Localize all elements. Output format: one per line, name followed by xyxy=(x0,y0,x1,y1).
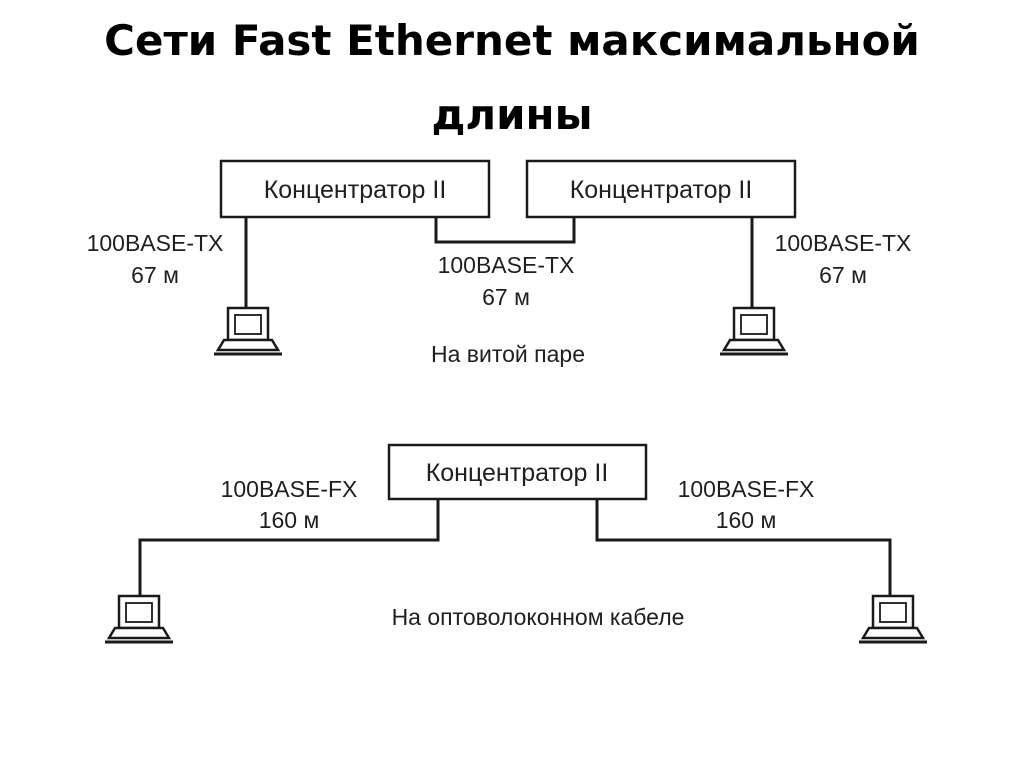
tx-left-length: 67 м xyxy=(131,262,179,288)
tx-right-length: 67 м xyxy=(819,262,867,288)
fx-right-cable xyxy=(595,499,892,595)
fx-left-standard: 100BASE-FX xyxy=(221,476,358,502)
computer-icon xyxy=(103,594,175,644)
hub-fiber: Концентратор II xyxy=(387,443,648,501)
hub-left-label: Концентратор II xyxy=(264,176,447,204)
fx-right-standard: 100BASE-FX xyxy=(678,476,815,502)
computer-icon xyxy=(857,594,929,644)
tx-middle-cable xyxy=(434,217,576,244)
computer-icon xyxy=(718,306,790,356)
hub-left: Концентратор II xyxy=(219,159,491,219)
hub-right: Концентратор II xyxy=(525,159,797,219)
fx-right-length: 160 м xyxy=(716,507,777,533)
twisted-pair-network: Концентратор II Концентратор II 100BASE-… xyxy=(87,159,912,367)
computer-icon xyxy=(212,306,284,356)
fx-left-cable xyxy=(138,499,440,595)
tx-middle-standard: 100BASE-TX xyxy=(438,252,575,278)
slide-title-line-1: Сети Fast Ethernet максимальной xyxy=(104,16,920,65)
fiber-caption: На оптоволоконном кабеле xyxy=(392,604,685,630)
twisted-pair-caption: На витой паре xyxy=(431,341,585,367)
tx-right-standard: 100BASE-TX xyxy=(775,230,912,256)
tx-middle-length: 67 м xyxy=(482,284,530,310)
tx-left-standard: 100BASE-TX xyxy=(87,230,224,256)
slide-title-line-2: длины xyxy=(431,90,593,139)
slide-title: Сети Fast Ethernet максимальной длины xyxy=(0,4,1024,152)
hub-fiber-label: Концентратор II xyxy=(426,459,609,487)
fx-left-length: 160 м xyxy=(259,507,320,533)
fiber-network: Концентратор II 100BASE-FX 160 м 100BASE… xyxy=(103,443,929,644)
hub-right-label: Концентратор II xyxy=(570,176,753,204)
